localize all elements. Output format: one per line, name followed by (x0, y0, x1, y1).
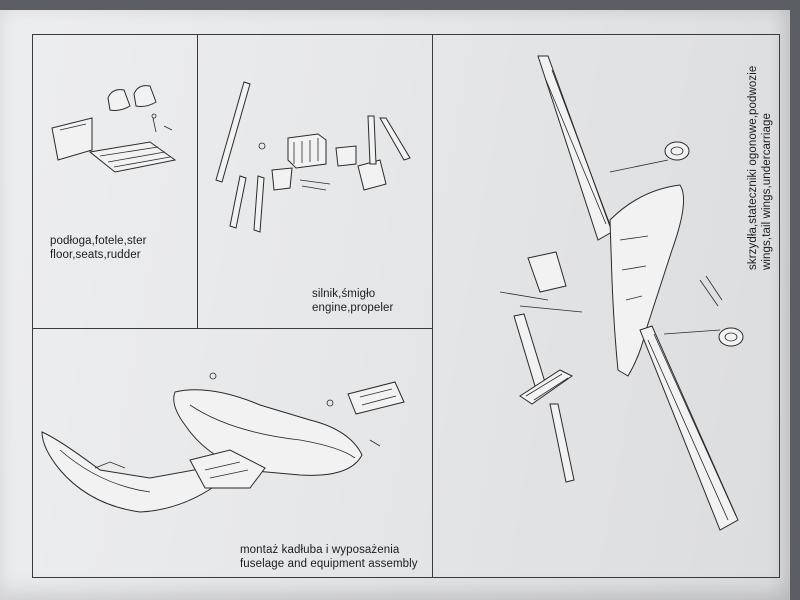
fuselage-assembly-drawing (41, 372, 405, 513)
wings-undercarriage-drawing (499, 55, 744, 531)
caption-wings-pl: skrzydła,stateczniki ogonowe,podwozie (747, 65, 759, 270)
caption-engine: silnik,śmigło engine,propeler (312, 287, 393, 315)
caption-fuselage-en: fuselage and equipment assembly (240, 558, 418, 570)
divider-center (432, 34, 433, 577)
caption-floor-seats-en: floor,seats,rudder (50, 249, 141, 261)
caption-wings-en: wings,tail wings,undercarriage (761, 112, 773, 270)
floor-seats-drawing (51, 85, 177, 173)
engine-propeller-drawing (215, 81, 411, 233)
caption-fuselage-pl: montaż kadłuba i wyposażenia (240, 544, 400, 556)
caption-floor-seats-pl: podłoga,fotele,ster (50, 235, 147, 247)
divider-horizontal (32, 328, 432, 329)
caption-engine-en: engine,propeler (312, 302, 394, 314)
caption-floor-seats: podłoga,fotele,ster floor,seats,rudder (50, 234, 147, 262)
caption-fuselage: montaż kadłuba i wyposażenia fuselage an… (240, 543, 418, 571)
caption-engine-pl: silnik,śmigło (312, 288, 376, 300)
panel-frame (32, 34, 780, 578)
divider-left-panels (197, 34, 198, 328)
caption-wings: skrzydła,stateczniki ogonowe,podwozie wi… (746, 66, 774, 270)
